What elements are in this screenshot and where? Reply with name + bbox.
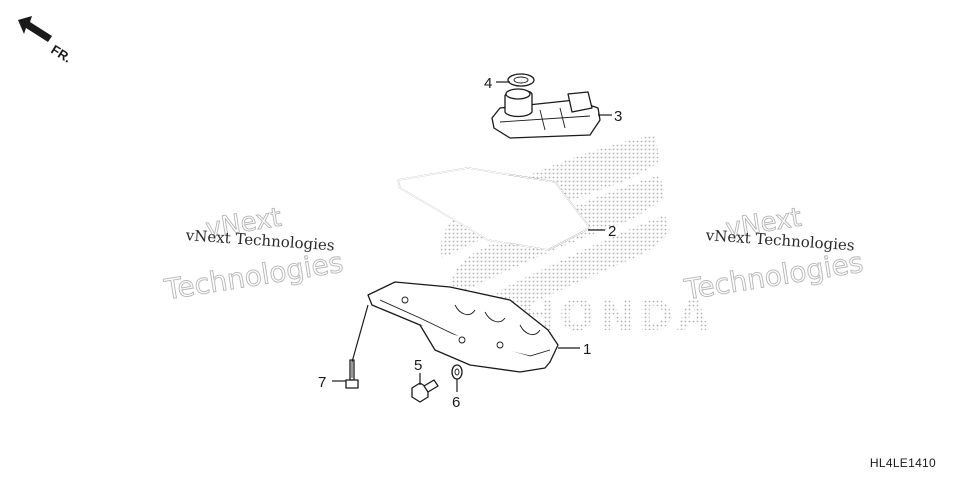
watermark-right-line2: Technologies (682, 246, 866, 307)
callout-2: 2 (608, 223, 616, 240)
honda-brand-text: HONDA (520, 291, 713, 340)
part-1-oil-pan (367, 281, 559, 373)
watermark-right-small: vNext Technologies (704, 226, 855, 254)
callout-labels: 4 3 2 1 7 5 6 (318, 75, 622, 411)
watermark-left-line2: Technologies (162, 246, 346, 307)
part-6-washer (451, 364, 463, 380)
callout-3: 3 (614, 108, 622, 125)
part-7-bolt (345, 359, 359, 389)
callout-1: 1 (583, 341, 591, 358)
part-2-gasket (397, 167, 591, 251)
callout-7: 7 (318, 374, 326, 391)
part-3-strainer (491, 88, 601, 139)
callout-5: 5 (414, 357, 422, 374)
part-5-drain-bolt (411, 379, 439, 403)
callout-6: 6 (452, 394, 460, 411)
part-4-seal (507, 73, 535, 87)
front-arrow-icon (18, 16, 52, 42)
watermark-left-small: vNext Technologies (184, 226, 335, 254)
callout-4: 4 (484, 75, 492, 92)
leader-lines (332, 81, 612, 392)
front-direction-indicator: FR. (18, 16, 74, 66)
front-label: FR. (48, 42, 74, 66)
diagram-code: HL4LE1410 (869, 456, 936, 470)
